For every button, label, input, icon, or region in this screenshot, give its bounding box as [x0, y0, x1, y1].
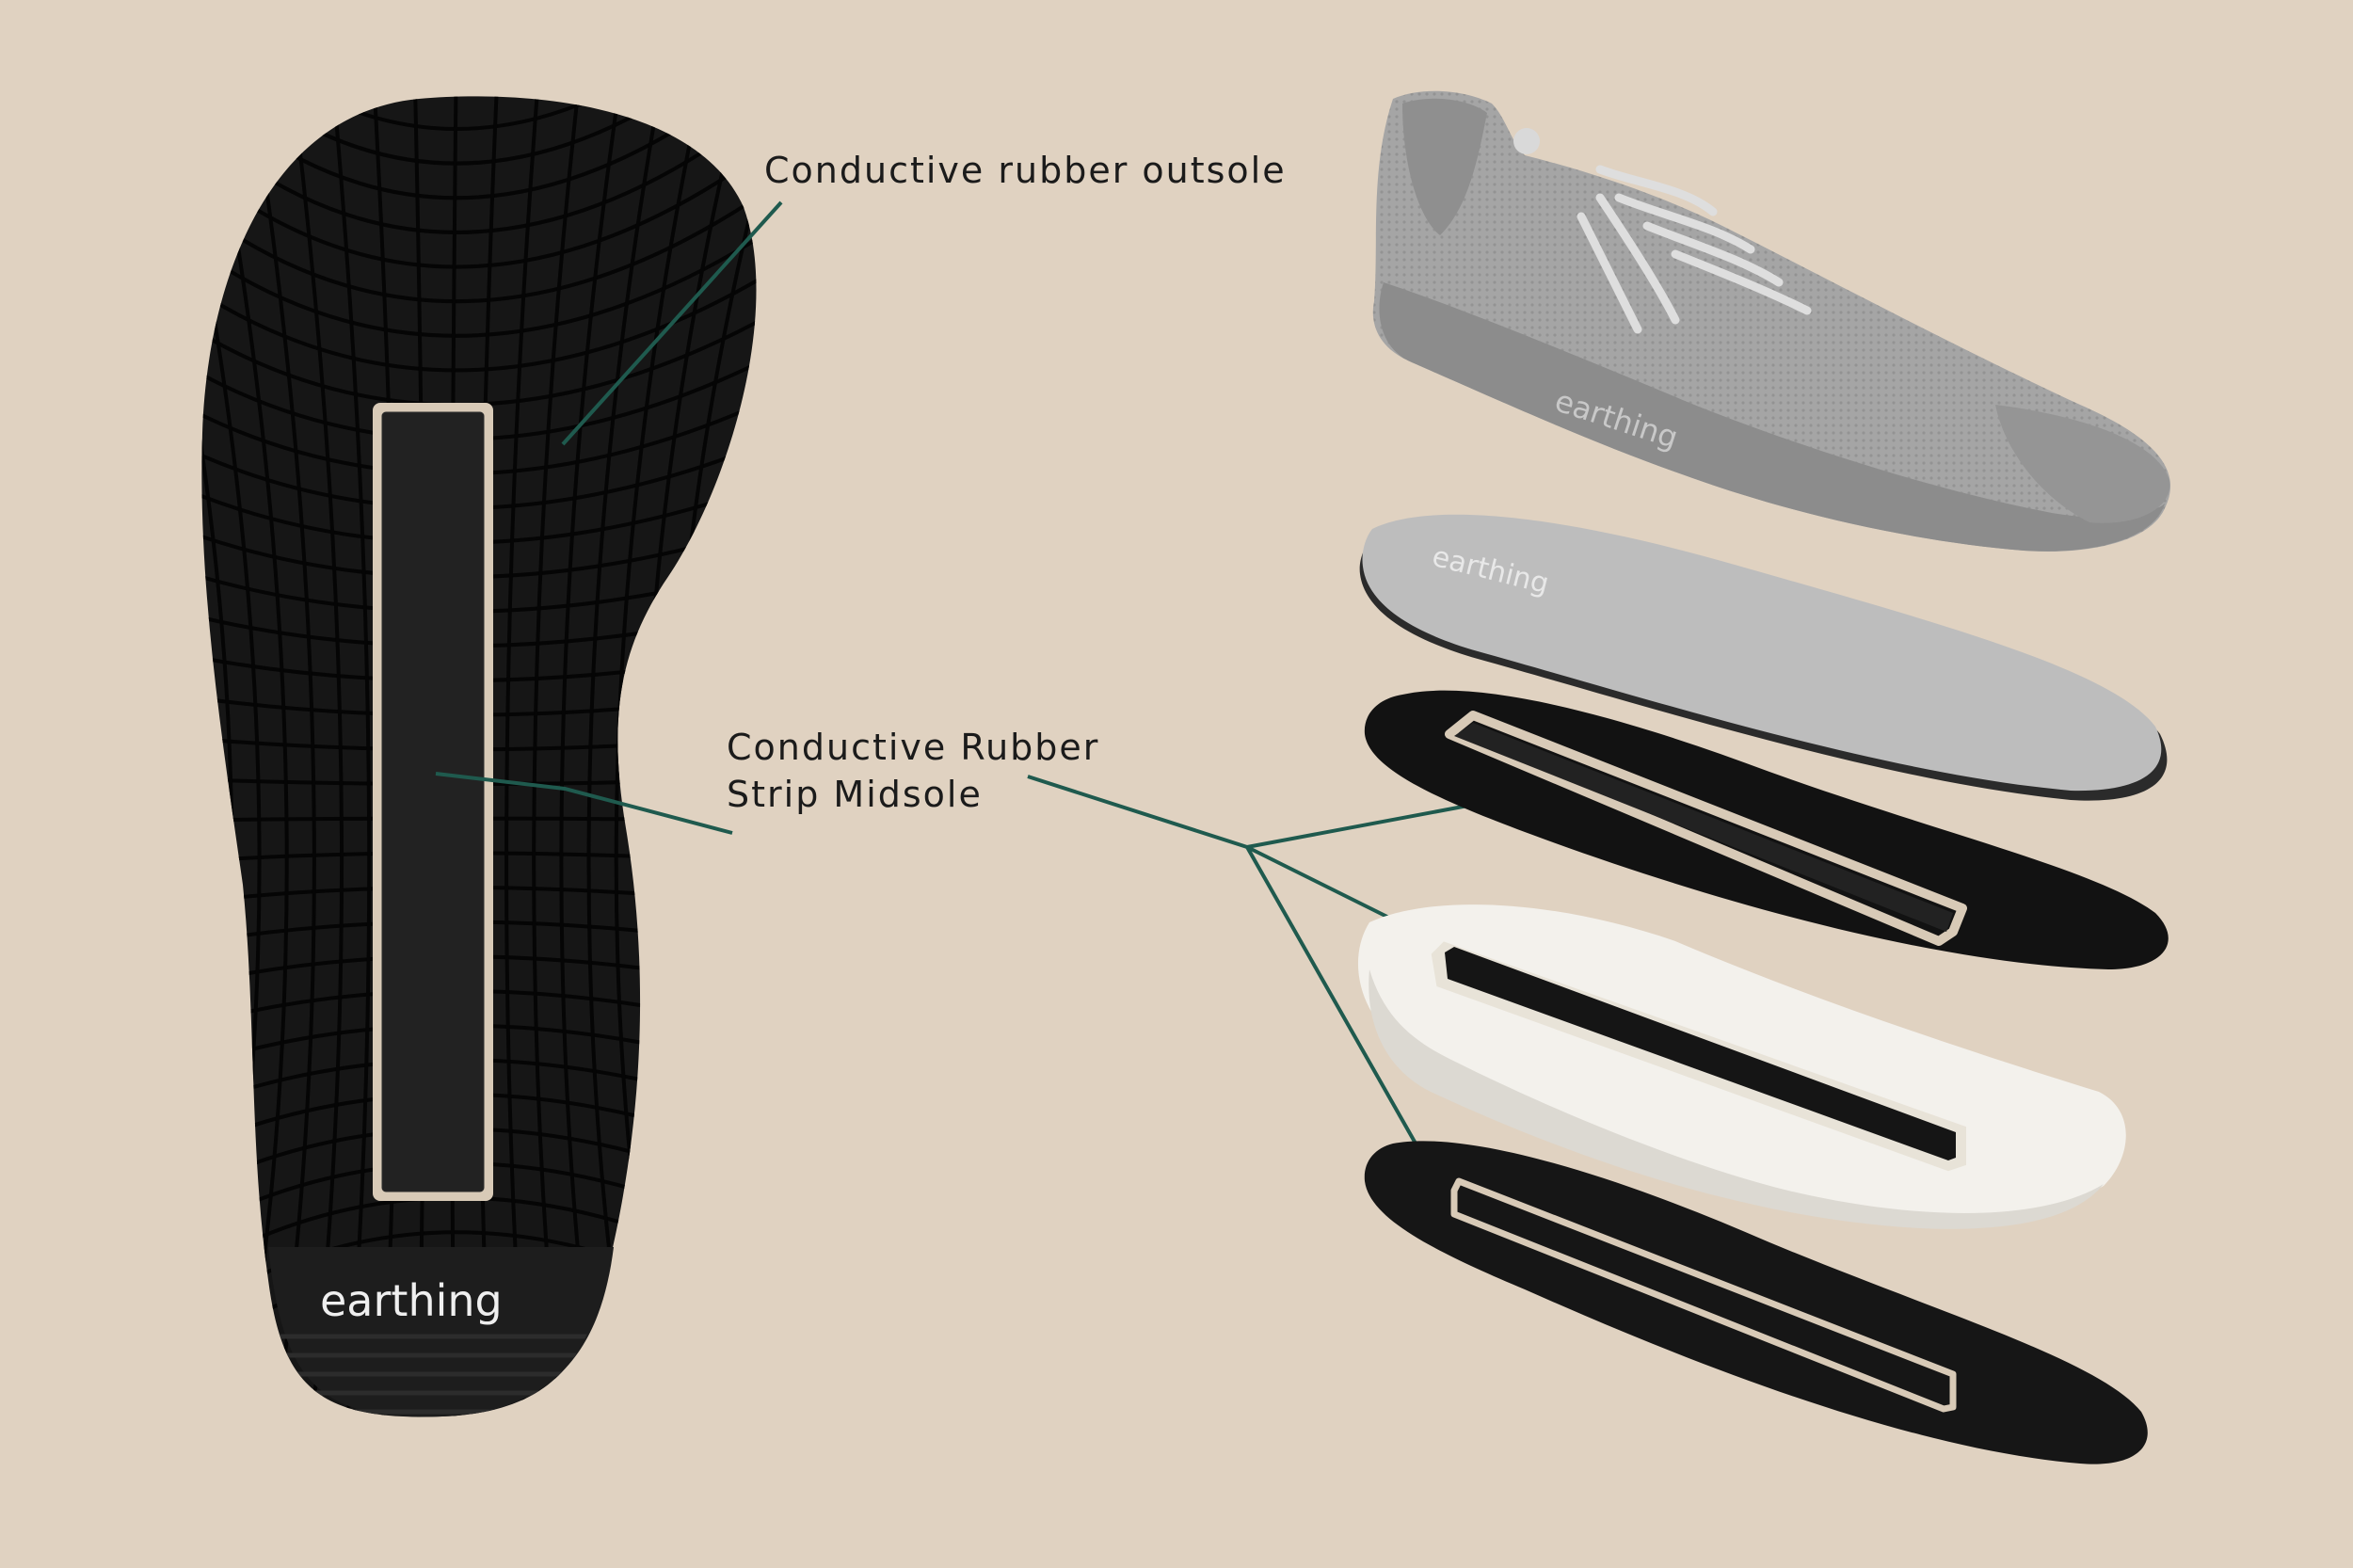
black-bottom-layer: [1364, 1141, 2148, 1464]
conductive-strip: [382, 412, 484, 1192]
leader-line-exploded-top: [1027, 775, 1248, 849]
leader-line-exploded-1: [1246, 803, 1474, 849]
earthing-logo-icon: earthing: [320, 1275, 503, 1326]
midsole-callout-label-line1: Conductive Rubber: [727, 727, 1100, 768]
sneaker-laces: [1577, 165, 1812, 334]
sneaker-collar: [1402, 98, 1487, 235]
grey-insole: earthing: [1359, 514, 2168, 801]
leader-line-midsole: [435, 772, 733, 835]
sneaker-upper: [1372, 90, 2170, 552]
outsole-illustration: earthing: [201, 96, 757, 1417]
leader-line-outsole: [561, 200, 783, 446]
leader-lines: [435, 200, 1474, 1171]
sneaker-toe-cap: [1995, 405, 2170, 523]
leader-line-exploded-3: [1245, 846, 1433, 1171]
outsole-callout-label: Conductive rubber outsole: [764, 150, 1287, 191]
sneaker-suede-panel: [1379, 282, 2165, 552]
midsole-callout-label-line2: Strip Midsole: [727, 774, 983, 815]
outsole-logo-text: earthing: [320, 1275, 503, 1326]
black-midsole: [1364, 690, 2169, 969]
sneaker-tongue-logo-icon: [1513, 128, 1540, 154]
white-sole: [1357, 904, 2126, 1229]
sneaker-illustration: earthing: [1372, 90, 2170, 552]
